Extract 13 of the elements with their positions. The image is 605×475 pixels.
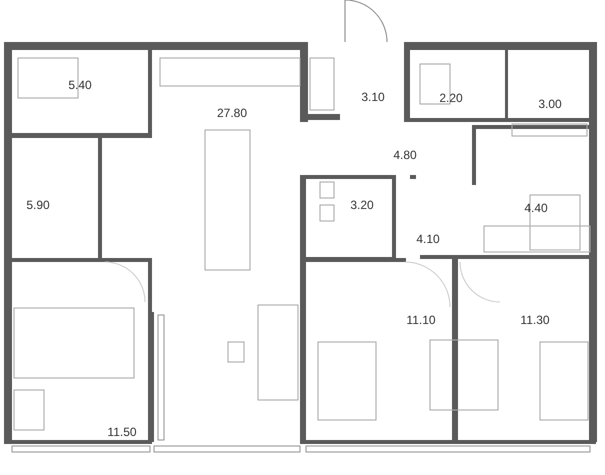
area-label: 11.50 — [107, 425, 137, 439]
area-label: 4.40 — [524, 201, 548, 215]
area-label: 5.90 — [26, 198, 50, 212]
area-label: 3.20 — [350, 198, 374, 212]
area-label: 3.00 — [538, 97, 562, 111]
area-label: 11.10 — [406, 313, 436, 327]
area-label: 27.80 — [216, 106, 248, 120]
area-label: 4.10 — [416, 232, 440, 246]
area-label: 4.80 — [393, 148, 417, 162]
area-label: 3.10 — [361, 90, 385, 104]
area-label: 11.30 — [520, 313, 550, 327]
area-label: 5.40 — [68, 78, 92, 92]
area-label: 2.20 — [439, 91, 463, 105]
